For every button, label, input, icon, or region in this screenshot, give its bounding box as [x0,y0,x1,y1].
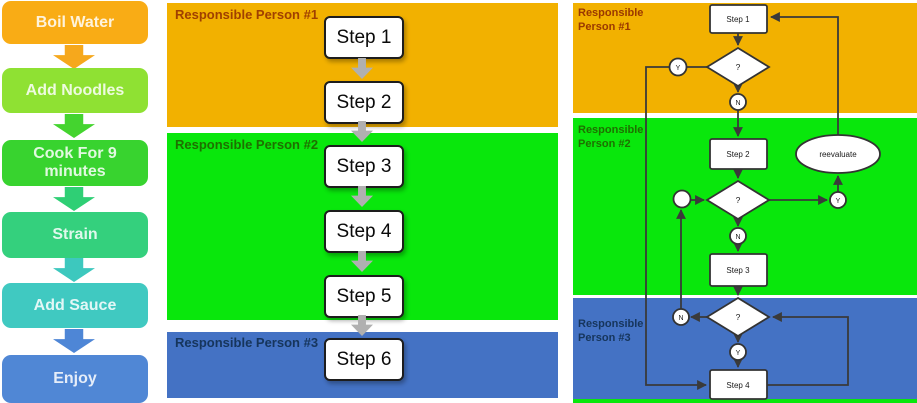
flow-line-step4-loop [767,312,849,386]
decision-lane-label-3: Responsible Person #3 [578,318,644,344]
yes-2-label: Y [836,198,841,205]
decision-flowchart: Step 1 ? Y N Step 2 ? Y reevaluate N Ste… [645,4,881,400]
recipe-step-boil-water: Boil Water [2,1,148,44]
down-arrow-icon [53,45,95,69]
lane-label-person-3: Responsible Person #3 [175,335,319,350]
step-box-5: Step 5 [324,275,404,318]
step-box-2: Step 2 [324,81,404,124]
lane-label-person-1: Responsible Person #1 [175,7,319,22]
connector-yes-2 [829,191,847,209]
decision-lane-label-2: Responsible Person #2 [578,124,644,150]
no-1-label: N [735,100,740,107]
no-2-label: N [735,234,740,241]
lane-label-person-2: Responsible Person #2 [175,137,319,152]
flow-step-1-label: Step 1 [726,15,750,24]
decision-diamond-3 [705,296,771,338]
recipe-step-add-sauce: Add Sauce [2,283,148,328]
flow-step-1-box [709,4,768,34]
connector-blank [672,189,692,209]
decision-2-label: ? [736,195,741,205]
down-arrow-icon [53,329,95,353]
connector-no-1 [729,93,747,111]
decision-diamond-2 [705,179,771,221]
recipe-step-add-noodles: Add Noodles [2,68,148,113]
bottom-green-strip [573,399,917,403]
flow-step-3-label: Step 3 [726,266,750,275]
connector-no-3 [672,308,690,326]
flow-step-4-label: Step 4 [726,381,750,390]
decision-3-label: ? [736,312,741,322]
decision-1-label: ? [736,62,741,72]
recipe-step-cook: Cook For 9 minutes [2,140,148,186]
flow-step-2-box [709,138,768,170]
reevaluate-label: reevaluate [819,150,857,159]
flow-step-2-label: Step 2 [726,150,750,159]
connector-yes-1 [668,57,688,77]
connector-no-2 [729,227,747,245]
connector-yes-3 [729,343,747,361]
step-box-3: Step 3 [324,145,404,188]
recipe-step-enjoy: Enjoy [2,355,148,403]
decision-diamond-1 [705,46,771,88]
recipe-step-strain: Strain [2,212,148,258]
down-arrow-icon [53,258,95,282]
step-box-4: Step 4 [324,210,404,253]
no-3-label: N [678,315,683,322]
flow-line-yes-branch [645,66,707,390]
decision-lane-label-1: Responsible Person #1 [578,7,644,33]
yes-3-label: Y [736,350,741,357]
flow-line-reevaluate-loop [770,12,839,135]
flow-step-4-box [709,369,768,400]
step-box-1: Step 1 [324,16,404,59]
yes-1-label: Y [676,65,681,72]
down-arrow-icon [53,187,95,211]
step-box-6: Step 6 [324,338,404,381]
reevaluate-ellipse [795,134,881,174]
down-arrow-icon [53,114,95,138]
flow-step-3-box [709,253,768,287]
